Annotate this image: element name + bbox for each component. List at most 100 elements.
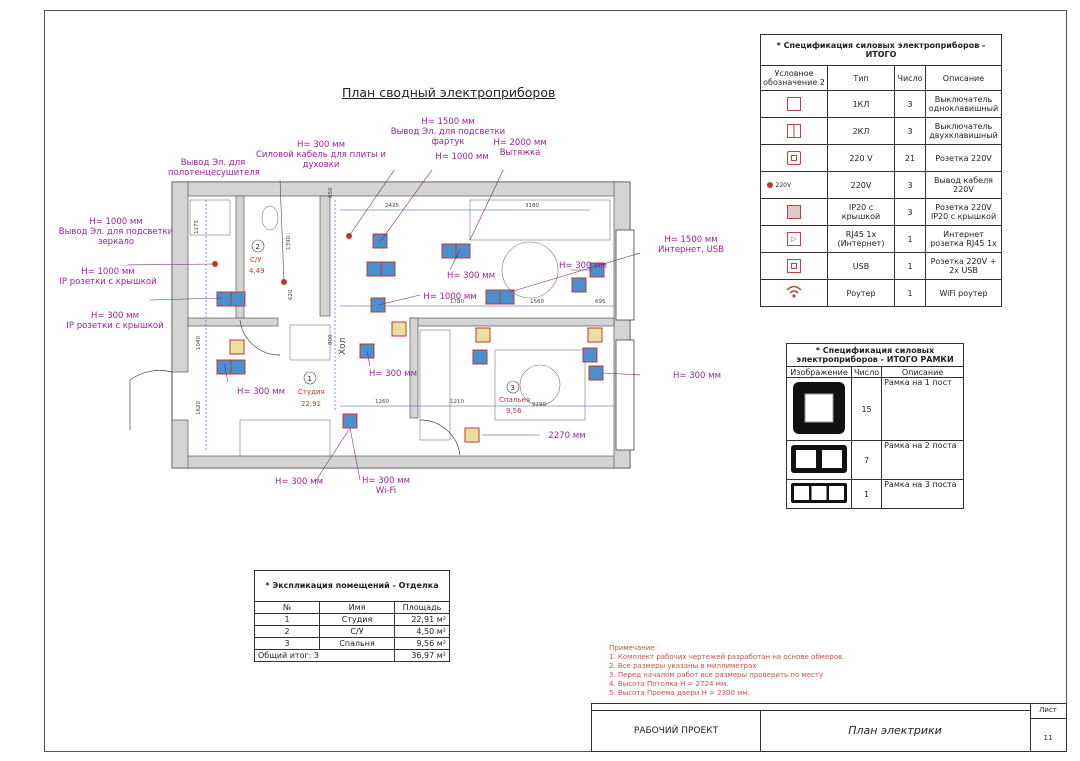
spec-count: 3 <box>894 171 926 199</box>
room-area: 4,50 м² <box>394 625 450 638</box>
annotation-label: 2270 мм <box>548 431 586 441</box>
annotation-label: H= 300 мм <box>369 369 417 379</box>
socket-icon <box>472 349 488 365</box>
title-block-stage-cell <box>592 710 761 752</box>
room-num: 3 <box>254 637 320 650</box>
socket-icon <box>380 261 396 277</box>
spec-count: 1 <box>894 252 926 280</box>
bottom-wall <box>171 455 631 469</box>
explication-table: * Экспликация помещений - Отделка № Имя … <box>254 570 450 662</box>
socket-icon <box>372 233 388 249</box>
room-marker <box>303 371 317 385</box>
spec-header: Описание <box>925 65 1002 91</box>
annotation-label: H= 1500 мм Вывод Эл. для подсветки фарту… <box>390 117 506 147</box>
dim-text: 3180 <box>525 203 539 209</box>
room-name: Спальня <box>319 637 395 650</box>
top-wall <box>171 181 631 197</box>
room-number: 3 <box>511 384 515 392</box>
spec-header: Тип <box>827 65 895 91</box>
room-name: С/У <box>319 625 395 638</box>
annotation-label: H= 300 мм <box>559 261 607 271</box>
room-area: 22,91 <box>301 400 321 408</box>
spec-count: 3 <box>894 117 926 145</box>
rj45-icon: ▷ <box>787 232 801 246</box>
single-switch-icon <box>391 321 407 337</box>
wifi-router-icon <box>786 285 802 298</box>
room-number: 2 <box>256 243 260 251</box>
frames-desc: Рамка на 3 поста <box>881 479 964 509</box>
total-area: 36,97 м² <box>394 649 450 662</box>
annotation-label: H= 300 мм <box>447 271 495 281</box>
sheet-name: План электрики <box>848 724 942 737</box>
ip20-socket-icon <box>230 291 246 307</box>
annotation-label: H= 300 мм <box>237 387 285 397</box>
dim-text: 1780 <box>450 299 464 305</box>
ip20-socket-icon <box>216 291 232 307</box>
dim-text: 1040 <box>196 336 202 350</box>
frame-3-post-icon <box>791 483 847 503</box>
spec-table: * Спецификация силовых электроприборов -… <box>760 34 1002 307</box>
annotation-label: H= 300 мм Wi-Fi <box>362 476 410 496</box>
spec-type: 1КЛ <box>827 90 895 118</box>
spec-type: IP20 с крышкой <box>827 198 895 226</box>
left-wall-lower <box>171 419 189 469</box>
spec-type: 220V <box>827 171 895 199</box>
notes-title: Примечание: <box>609 644 658 652</box>
cable-outlet-icon <box>767 181 773 188</box>
note-item: 2. Все размеры указаны в миллиметрах <box>609 662 757 670</box>
socket-icon <box>787 151 801 165</box>
left-wall-upper <box>171 181 189 373</box>
double-switch-icon <box>787 124 801 138</box>
socket-icon <box>582 347 598 363</box>
spec-header: Условное обозначение 2 <box>760 65 828 91</box>
single-switch-icon <box>229 339 245 355</box>
room-area: 9,56 <box>506 407 522 415</box>
spec-header: Число <box>894 65 926 91</box>
spec-desc: Розетка 220V IP20 с крышкой <box>925 198 1002 226</box>
cable-outlet-label: 220V <box>775 182 792 189</box>
rug <box>519 364 561 406</box>
usb-socket-icon <box>787 259 801 273</box>
explication-caption: * Экспликация помещений - Отделка <box>254 570 450 602</box>
frames-desc: Рамка на 2 поста <box>881 440 964 480</box>
single-switch-icon <box>464 427 480 443</box>
drawing-sheet <box>44 10 1067 752</box>
dim-text: 800 <box>328 334 334 345</box>
annotation-label: H= 300 мм <box>275 477 323 487</box>
annotation-label: H= 300 мм Силовой кабель для плиты и дух… <box>255 140 386 170</box>
spec-type: Роутер <box>827 279 895 307</box>
spec-desc: Розетка 220V <box>925 144 1002 172</box>
sofa <box>469 199 611 241</box>
double-switch-icon <box>475 327 491 343</box>
spec-desc: Вывод кабеля 220V <box>925 171 1002 199</box>
round-table <box>501 241 559 299</box>
frames-count: 15 <box>850 377 883 441</box>
room-name: Студия <box>319 613 395 626</box>
plan-title: План сводный электроприборов <box>342 85 556 100</box>
dim-text: 1175 <box>194 220 200 234</box>
toilet <box>261 205 279 231</box>
spec-count: 1 <box>894 225 926 253</box>
dim-text: 650 <box>328 187 334 198</box>
wardrobe <box>419 329 451 441</box>
spec-count: 3 <box>894 90 926 118</box>
room-num: 2 <box>254 625 320 638</box>
room-area: 9,56 м² <box>394 637 450 650</box>
shower <box>189 199 231 236</box>
dim-text: 620 <box>288 289 294 300</box>
bedroom-left-wall <box>409 317 419 419</box>
spec-desc: Интернет розетка RJ45 1x <box>925 225 1002 253</box>
spec-desc: WiFi роутер <box>925 279 1002 307</box>
bed <box>494 349 586 421</box>
sheet-number-cell <box>1030 704 1067 751</box>
note-item: 1. Комплект рабочих чертежей разработан … <box>609 653 845 661</box>
spec-type: 220 V <box>827 144 895 172</box>
frames-header: Число <box>850 366 883 378</box>
frame-1-post-icon <box>793 382 845 434</box>
room-marker <box>506 380 520 394</box>
dim-text: 2425 <box>385 203 399 209</box>
kitchen-counter <box>239 419 331 457</box>
title-block: РАБОЧИЙ ПРОЕКТ План электрики Лист 11 <box>591 703 1067 752</box>
window-right-bottom <box>615 339 635 451</box>
bathroom-bottom-wall <box>187 317 279 327</box>
